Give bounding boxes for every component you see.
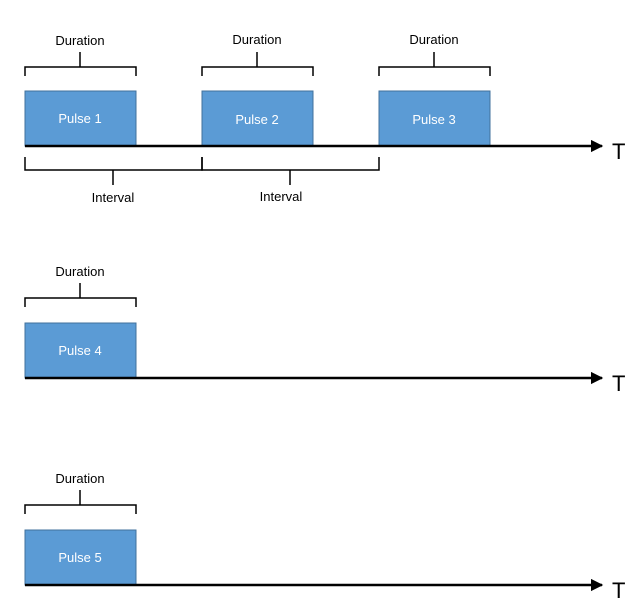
- interval-brace: [24, 157, 203, 185]
- duration-label: Duration: [409, 32, 458, 47]
- duration-label: Duration: [232, 32, 281, 47]
- axis-label: T: [612, 139, 625, 164]
- axis-label: T: [612, 578, 625, 603]
- duration-label: Duration: [55, 471, 104, 486]
- pulse-label: Pulse 3: [412, 112, 455, 127]
- timeline-1: Duration Duration Duration Pulse 1 Pulse…: [24, 32, 625, 205]
- interval-label: Interval: [92, 190, 135, 205]
- pulse-box: [24, 322, 137, 379]
- pulse-box: [24, 529, 137, 586]
- pulse-label: Pulse 2: [235, 112, 278, 127]
- duration-brace: [201, 52, 314, 76]
- pulse-box: [378, 90, 491, 147]
- interval-label: Interval: [260, 189, 303, 204]
- timeline-2: Duration Pulse 4 T: [24, 264, 625, 396]
- pulse-label: Pulse 5: [58, 550, 101, 565]
- duration-brace: [24, 283, 137, 307]
- pulse-label: Pulse 1: [58, 111, 101, 126]
- interval-brace: [201, 157, 380, 185]
- duration-brace: [24, 490, 137, 514]
- timeline-3: Duration Pulse 5 T: [24, 471, 625, 603]
- pulse-box: [24, 90, 137, 147]
- duration-label: Duration: [55, 264, 104, 279]
- duration-brace: [24, 52, 137, 76]
- pulse-label: Pulse 4: [58, 343, 101, 358]
- duration-brace: [378, 52, 491, 76]
- axis-label: T: [612, 371, 625, 396]
- pulse-box: [201, 90, 314, 147]
- duration-label: Duration: [55, 33, 104, 48]
